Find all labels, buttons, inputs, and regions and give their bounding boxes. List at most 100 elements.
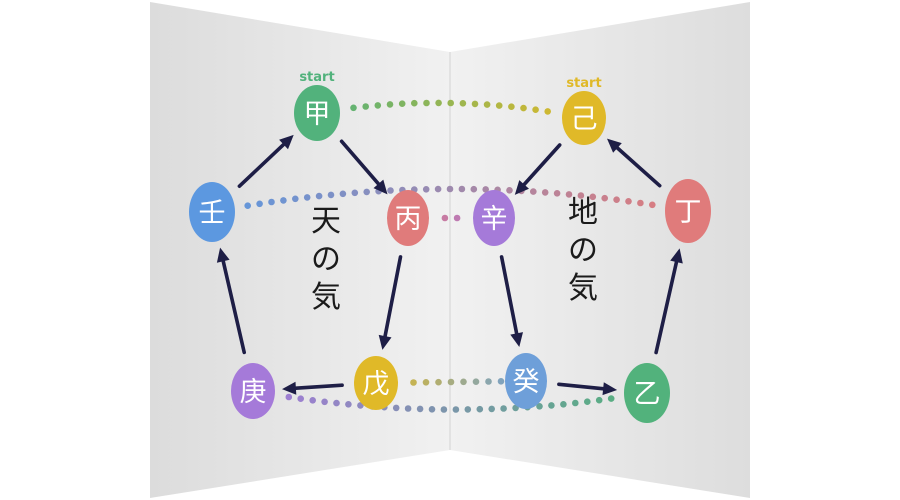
node-shin: 辛 <box>473 190 515 246</box>
link-dot <box>404 405 412 412</box>
link-dot <box>303 194 311 201</box>
link-dot <box>447 378 455 386</box>
link-dot <box>613 196 620 203</box>
link-dot <box>482 186 490 193</box>
link-dot <box>374 102 382 109</box>
link-dot <box>565 191 573 198</box>
link-dot <box>327 191 335 199</box>
arrow-shaft <box>221 257 246 355</box>
link-dot <box>387 187 394 194</box>
link-dot <box>483 101 491 108</box>
node-hei: 丙 <box>387 190 429 246</box>
node-label: 辛 <box>481 204 508 235</box>
arrow-ki2-to-otsu <box>557 382 618 396</box>
link-dot <box>441 214 449 222</box>
link-dot <box>345 401 352 408</box>
link-dot <box>497 378 505 385</box>
node-label: 戊 <box>363 369 390 400</box>
link-dot <box>500 405 507 412</box>
node-bubble <box>294 85 340 141</box>
link-dot <box>256 200 263 208</box>
link-dot <box>532 106 539 113</box>
node-label: 庚 <box>240 377 267 408</box>
link-dot <box>506 187 513 194</box>
link-dot <box>577 192 585 199</box>
node-label: 己 <box>571 104 598 135</box>
link-dot <box>411 99 418 107</box>
link-dot <box>398 100 406 107</box>
node-ki2: 癸 <box>505 353 547 409</box>
link-dot <box>446 185 454 193</box>
arrow-bo-to-kou2 <box>282 381 344 395</box>
link-dot <box>268 198 275 206</box>
link-dot <box>458 185 466 193</box>
arrow-kou2-to-jin <box>216 247 246 355</box>
arrow-head <box>373 179 388 195</box>
arrow-ki-to-shin <box>514 143 562 195</box>
link-dot <box>476 405 484 413</box>
node-ki: 己 <box>562 91 606 145</box>
link-dot <box>416 405 424 413</box>
panel-titles: 天の気 地の気 <box>311 195 598 315</box>
arrow-jin-to-kou <box>237 134 294 188</box>
node-bubble <box>505 353 547 409</box>
arrow-kou-to-hei <box>339 139 388 195</box>
link-dot <box>440 406 448 413</box>
title-char: 天 <box>311 204 341 239</box>
link-dot <box>464 406 472 413</box>
link-dot <box>422 379 430 386</box>
link-dot <box>637 199 644 207</box>
arrow-shaft <box>614 144 662 188</box>
node-label: 甲 <box>304 99 331 130</box>
link-dot <box>485 378 492 385</box>
arrow-head <box>670 248 683 264</box>
link-dot <box>435 99 442 107</box>
node-bubble <box>665 179 711 243</box>
link-dot <box>589 193 597 201</box>
link-dot <box>625 198 632 205</box>
link-dot <box>244 202 251 209</box>
node-tei: 丁 <box>665 179 711 243</box>
arrow-hei-to-bo <box>378 255 403 350</box>
start-label: start <box>566 76 601 91</box>
arrow-head <box>279 134 294 150</box>
arrow-shaft <box>520 143 562 188</box>
arrow-head <box>602 382 618 396</box>
link-dot <box>584 398 591 406</box>
right-title: 地の気 <box>568 195 598 306</box>
arrow-head <box>510 332 523 347</box>
link-dot <box>472 378 480 386</box>
cycle-arrows <box>216 134 683 396</box>
node-jin: 壬 <box>189 182 235 242</box>
node-bubble <box>624 363 670 423</box>
arrow-shaft <box>339 139 382 188</box>
arrow-shaft <box>237 141 287 188</box>
title-char: 気 <box>311 280 341 315</box>
link-dot <box>428 406 436 413</box>
node-label: 壬 <box>199 198 226 229</box>
node-kou2: 庚 <box>231 363 275 419</box>
link-dot <box>410 379 417 386</box>
link-dot <box>459 100 467 107</box>
node-bubble <box>231 363 275 419</box>
arrow-head <box>607 138 622 153</box>
title-char: の <box>311 242 341 277</box>
arrow-shaft <box>292 383 344 391</box>
link-dot <box>363 188 371 196</box>
node-bo: 戊 <box>354 356 398 410</box>
link-dot <box>572 399 579 407</box>
link-dot <box>541 189 549 196</box>
link-dot <box>435 378 442 386</box>
node-label: 丙 <box>395 204 422 235</box>
link-dot <box>553 190 561 197</box>
arrow-tei-to-ki <box>607 138 662 188</box>
arrow-head <box>514 180 529 195</box>
link-dot <box>453 214 461 222</box>
link-dot <box>392 404 400 412</box>
arrow-shaft <box>654 258 679 355</box>
link-dot <box>386 101 394 108</box>
dotted-link-hei-shin <box>441 214 461 222</box>
link-dot <box>297 395 305 403</box>
